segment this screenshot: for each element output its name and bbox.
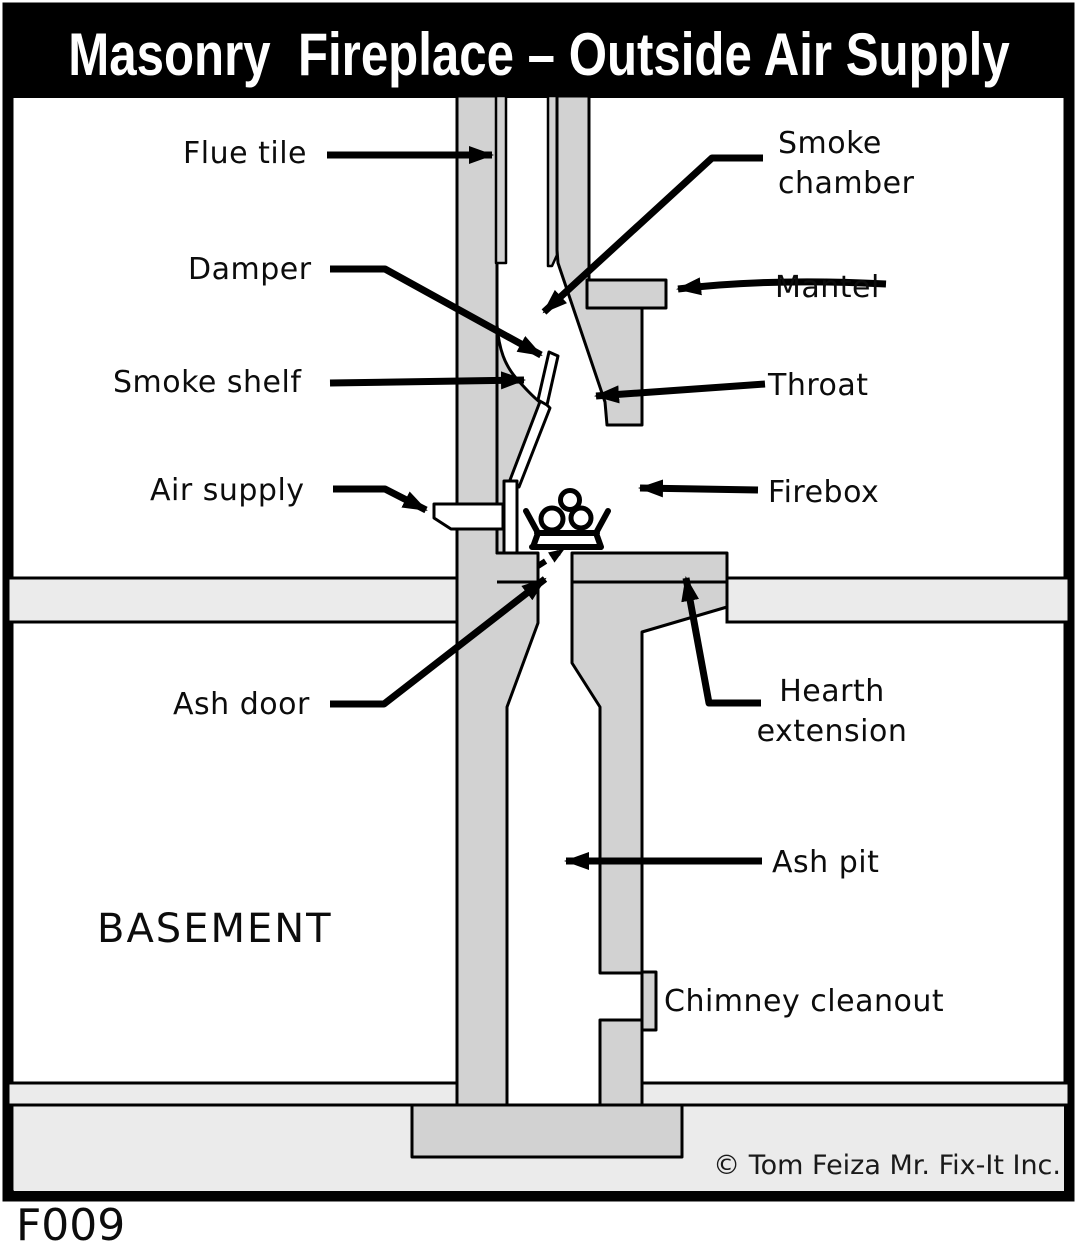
label-damper: Damper [188, 252, 312, 287]
fire-logs [538, 488, 594, 533]
copyright-notice: © Tom Feiza Mr. Fix-It Inc. [713, 1150, 1061, 1181]
basement-room-label: BASEMENT [97, 906, 333, 952]
firebox-back-wall-vertical [502, 479, 519, 555]
label-throat: Throat [768, 368, 869, 403]
label-smoke-shelf: Smoke shelf [113, 365, 302, 400]
label-ash-door: Ash door [173, 687, 310, 722]
smoke-chamber-arrow [541, 154, 763, 315]
first-floor-slab-left [6, 576, 459, 624]
right-chimney-wall-breast [555, 94, 644, 427]
diagram-title: Masonry Fireplace – Outside Air Supply [67, 21, 1010, 88]
label-flue-tile: Flue tile [183, 136, 307, 171]
label-smoke-chamber: Smoke chamber [778, 126, 915, 201]
label-mantel: Mantel [775, 270, 880, 305]
label-ash-pit: Ash pit [772, 845, 880, 880]
mantel-shelf [585, 278, 668, 310]
hearth-extension-arrow [681, 576, 761, 707]
label-chimney-cleanout: Chimney cleanout [664, 984, 945, 1019]
throat-arrow [594, 380, 766, 404]
chimney-footing [410, 1103, 684, 1159]
chimney-cleanout-door [640, 970, 658, 1032]
label-firebox: Firebox [768, 475, 880, 510]
damper-arrow [330, 265, 543, 359]
flue-tile-left-liner [494, 94, 508, 265]
label-air-supply: Air supply [150, 473, 305, 508]
first-floor-slab-right [725, 576, 1071, 624]
right-ash-pit-wall-lower [598, 1018, 644, 1107]
label-hearth-extension: Hearth extension [756, 674, 908, 749]
ash-door-arrow [330, 576, 548, 708]
ash-dump-dashed-arrow [536, 547, 565, 569]
air-supply-arrow [333, 485, 428, 514]
log-grate [523, 508, 611, 550]
basement-floor-slab-right [640, 1081, 1071, 1107]
damper-plate [536, 350, 560, 407]
firebox-arrow [638, 479, 759, 498]
smoke-shelf-arrow [329, 371, 526, 390]
mantel-arrow [676, 277, 887, 296]
figure-code: F009 [16, 1200, 126, 1245]
title-bar [8, 8, 1069, 98]
air-supply-duct [432, 502, 505, 531]
basement-floor-slab-left [6, 1081, 459, 1107]
